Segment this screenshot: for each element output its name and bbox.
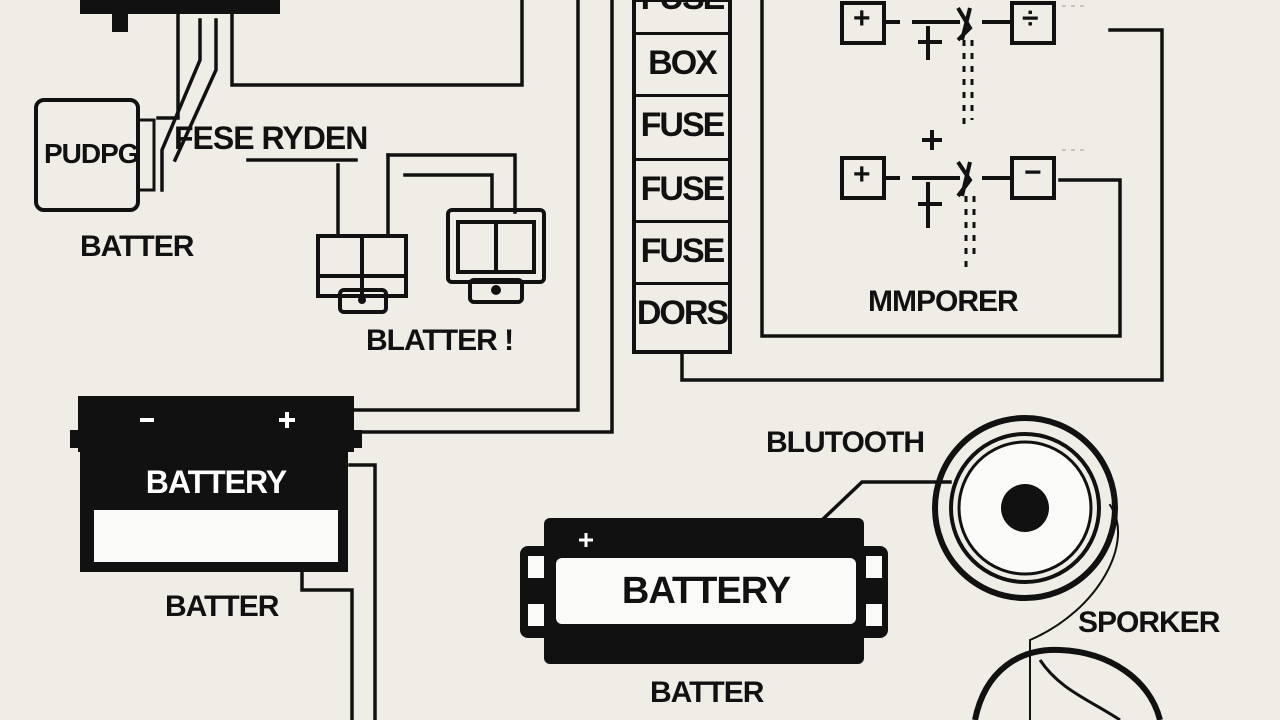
- speaker: [932, 415, 1118, 601]
- wire: [160, 18, 202, 192]
- pudpg-terminal: [136, 118, 156, 192]
- wire: [403, 173, 494, 212]
- battery-center: [520, 518, 888, 664]
- label-batter-bottom: BATTER: [650, 676, 764, 709]
- battery-center-label: BATTERY: [621, 570, 791, 612]
- fuse-cell: FUSE: [636, 158, 728, 217]
- fuse-cell: DORS: [636, 282, 729, 341]
- divide-icon: ÷: [1022, 2, 1039, 35]
- dashed-lines: [962, 40, 976, 272]
- wire: [156, 0, 180, 120]
- label-blatter: BLATTER !: [366, 324, 514, 357]
- plus-icon: +: [853, 2, 871, 35]
- wire: [350, 0, 580, 412]
- fuse-cell: FUSE: [636, 220, 728, 279]
- fuse-cell: FUSE: [636, 94, 728, 153]
- wire: [230, 0, 524, 87]
- battery-left-label: BATTERY: [145, 464, 288, 500]
- wire: [819, 480, 952, 523]
- top-module-tab: [112, 12, 128, 32]
- fuse-box-frame: [632, 0, 732, 354]
- plus-icon: +: [853, 158, 871, 191]
- wire: [300, 563, 354, 720]
- wire: [172, 18, 218, 163]
- minus-icon: −: [1024, 156, 1042, 189]
- wire: [348, 463, 377, 720]
- speaker-lower: [972, 646, 1163, 720]
- top-module: [80, 0, 280, 14]
- wire: [350, 0, 614, 434]
- switch-row-top: [840, 1, 1056, 60]
- wire: [680, 28, 1164, 382]
- label-pudpg: PUDPG: [44, 138, 140, 169]
- label-blutooth: BLUTOOTH: [766, 426, 925, 459]
- label-batter-top-left: BATTER: [80, 230, 194, 263]
- mmporer-frame: [760, 0, 1122, 338]
- faint-dashes: [1062, 5, 1088, 151]
- battery-left: [70, 396, 362, 572]
- fuse-cell: BOX: [636, 32, 728, 91]
- switch-row-bottom: [840, 130, 1056, 228]
- label-fese-ryden: FESE RYDEN: [174, 120, 368, 156]
- label-batter-below-left: BATTER: [165, 590, 279, 623]
- label-mmporer: MMPORER: [868, 285, 1019, 318]
- label-sporker: SPORKER: [1078, 606, 1220, 639]
- wire: [386, 153, 517, 214]
- fuse-cell: FUSE: [636, 0, 728, 26]
- relay-right: [446, 208, 546, 304]
